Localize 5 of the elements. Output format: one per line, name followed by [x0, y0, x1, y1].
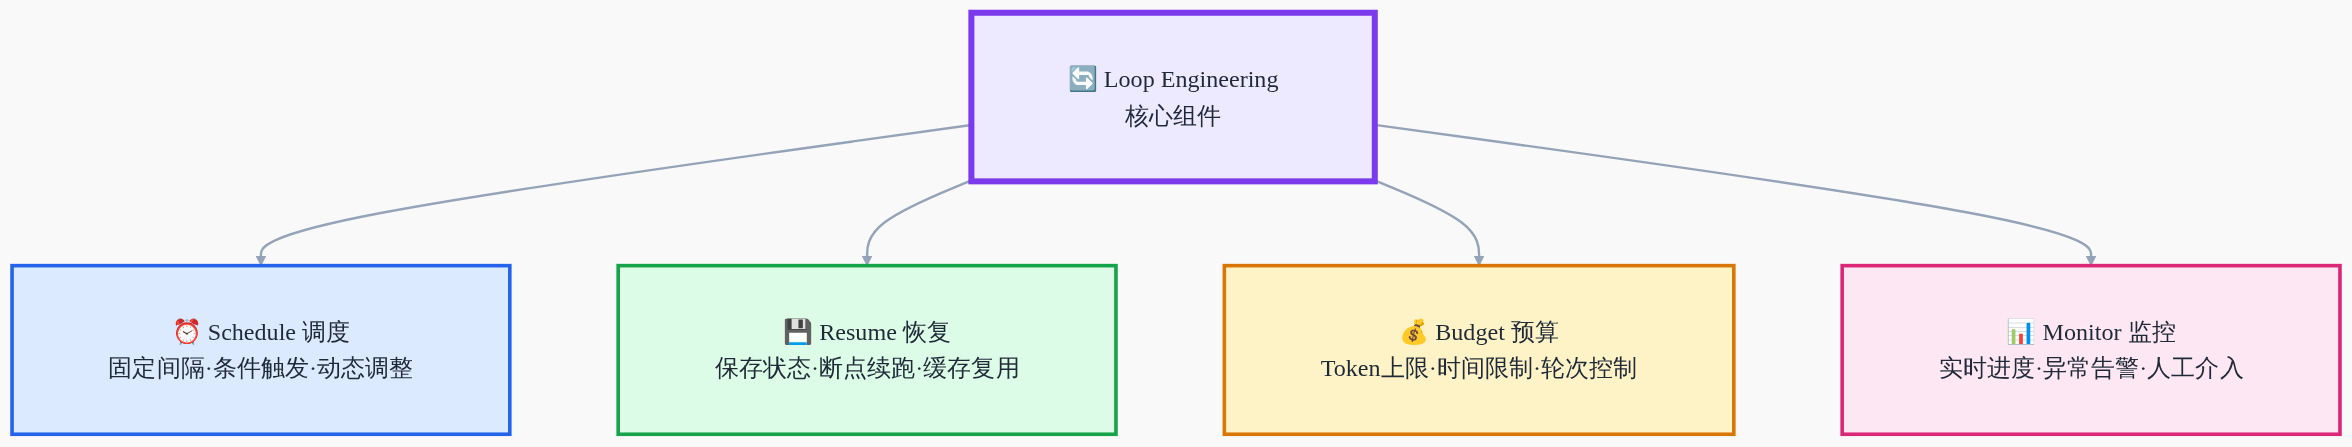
- node-box: 💰 Budget 预算 Token上限·时间限制·轮次控制: [1222, 263, 1736, 437]
- node-box: 💾 Resume 恢复 保存状态·断点续跑·缓存复用: [616, 263, 1118, 437]
- node-box: 🔄 Loop Engineering 核心组件: [968, 9, 1378, 185]
- node-box: 📊 Monitor 监控 实时进度·异常告警·人工介入: [1840, 263, 2342, 437]
- node-box: ⏰ Schedule 调度 固定间隔·条件触发·动态调整: [10, 263, 512, 437]
